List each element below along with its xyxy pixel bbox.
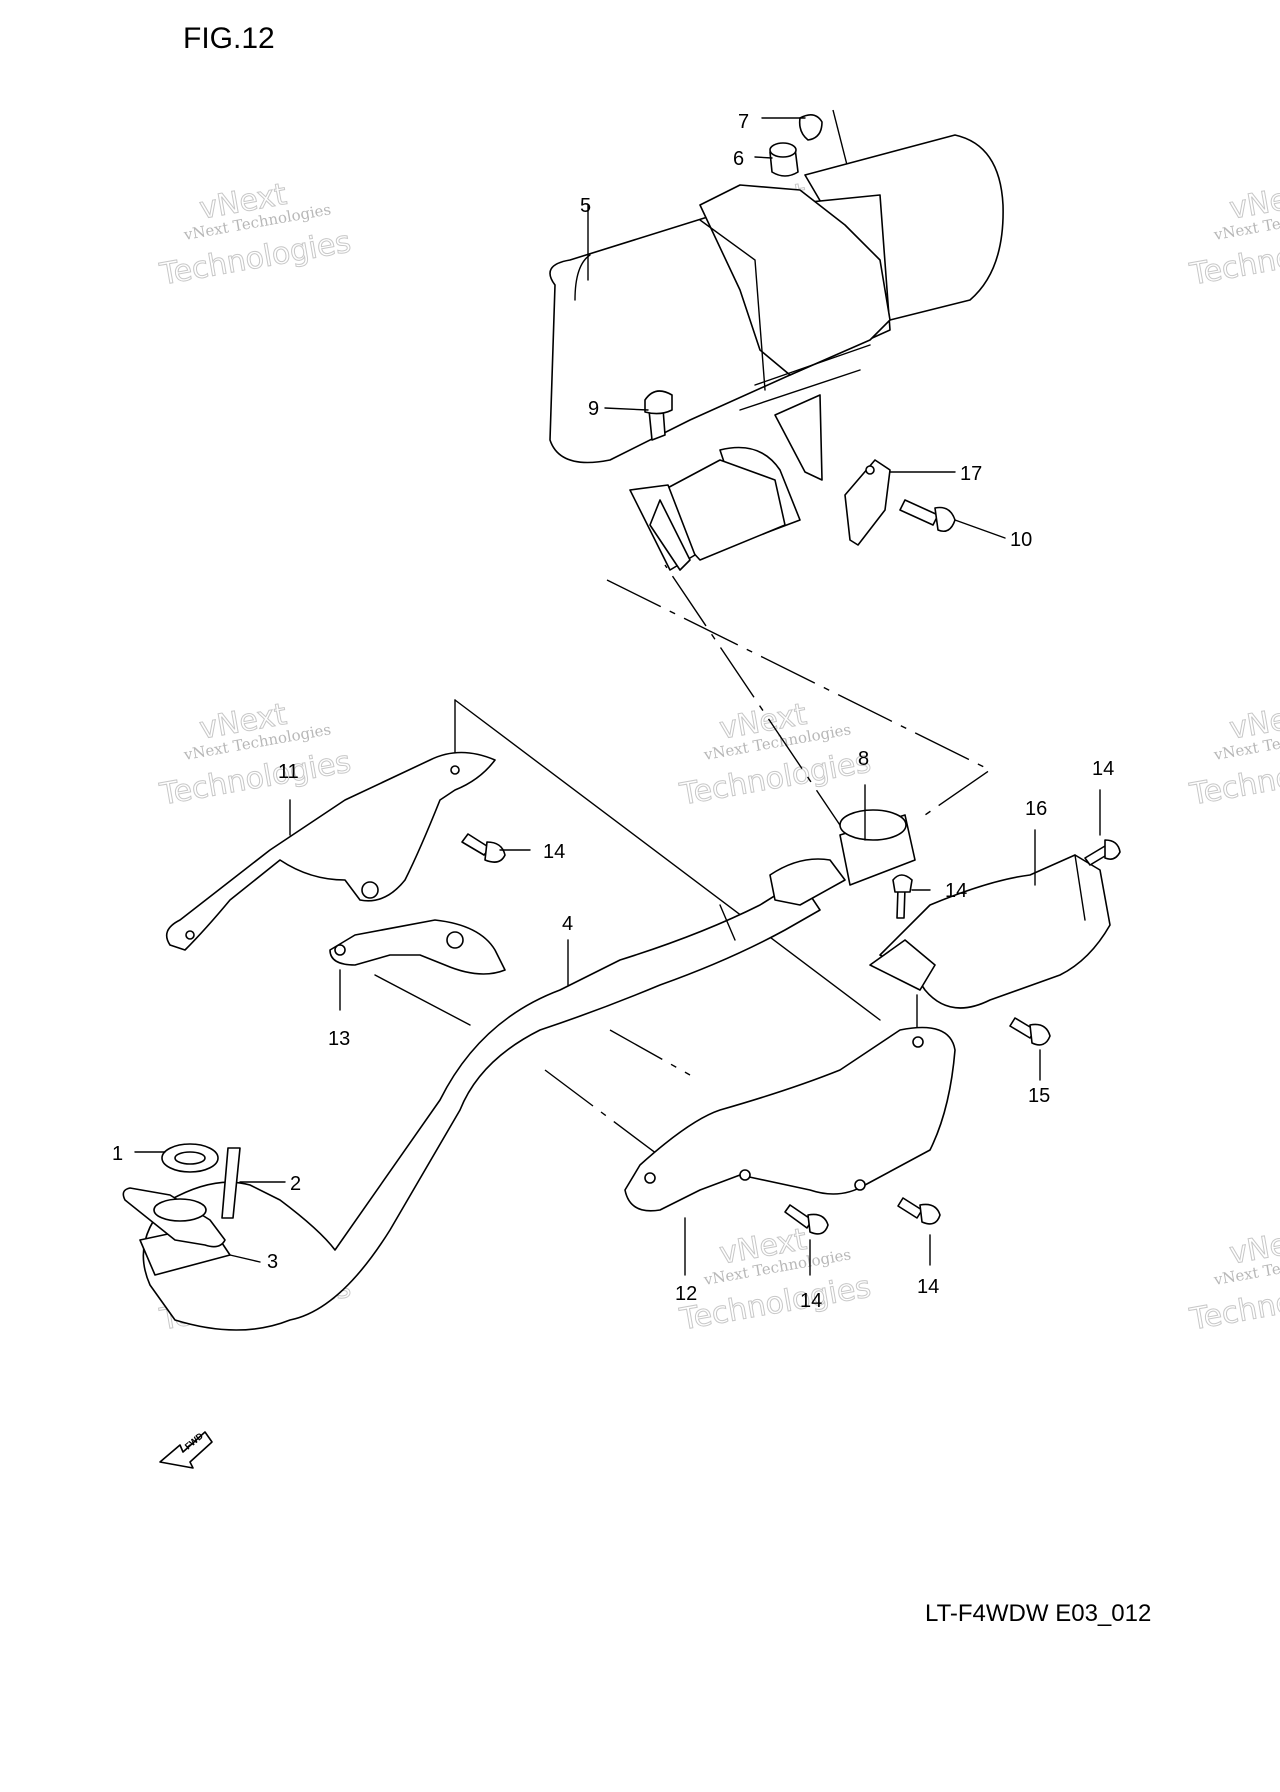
bolt-part-14[interactable]	[784, 1204, 829, 1235]
muffler-part-5[interactable]	[549, 134, 1004, 571]
callout-2: 2	[290, 1173, 301, 1195]
assembly-line	[606, 579, 992, 816]
bolt-part-10[interactable]	[899, 499, 956, 533]
gasket-part-8[interactable]	[839, 809, 916, 886]
forward-arrow-icon: FWD	[159, 1430, 213, 1469]
callout-16: 16	[1025, 798, 1047, 820]
assembly-lines	[374, 109, 992, 1161]
assembly-line	[609, 1029, 691, 1076]
callout-17: 17	[960, 463, 982, 485]
bolt-part-14[interactable]	[1084, 839, 1121, 866]
callout-14c: 14	[945, 880, 967, 902]
callout-12: 12	[675, 1283, 697, 1305]
callout-3: 3	[267, 1251, 278, 1273]
heat-shield-part-11[interactable]	[165, 751, 496, 951]
callout-13: 13	[328, 1028, 350, 1050]
leader-lines	[134, 117, 1101, 1276]
assembly-line	[544, 1069, 666, 1161]
assembly-line	[832, 109, 848, 166]
assembly-line	[454, 699, 881, 1021]
callout-14d: 14	[800, 1290, 822, 1312]
callout-labels: 7 6 5 9 17 10 11 14 8 14 16 14 4 13 15 1…	[112, 111, 1114, 1312]
callout-5: 5	[580, 195, 591, 217]
bolt-part-14[interactable]	[897, 1197, 941, 1225]
bolt-part-14[interactable]	[892, 874, 913, 919]
bracket-part-13[interactable]	[329, 919, 506, 975]
callout-15: 15	[1028, 1085, 1050, 1107]
gasket-part-1[interactable]	[161, 1143, 219, 1173]
figure-title: FIG.12	[183, 22, 275, 55]
assembly-line	[664, 564, 851, 841]
callout-11: 11	[278, 761, 299, 783]
flange-part-3[interactable]	[122, 1187, 226, 1248]
callout-7: 7	[738, 111, 749, 133]
exhaust-pipe-part-4[interactable]	[139, 858, 846, 1331]
stud-part-2[interactable]	[221, 1147, 241, 1219]
callout-14b: 14	[1092, 758, 1114, 780]
callout-14e: 14	[917, 1276, 939, 1298]
bolt-part-14[interactable]	[461, 833, 506, 863]
bracket-part-17[interactable]	[844, 459, 891, 546]
callout-14a: 14	[543, 841, 565, 863]
heat-shield-part-16[interactable]	[869, 854, 1111, 1009]
callout-6: 6	[733, 148, 744, 170]
callout-4: 4	[562, 913, 573, 935]
callout-9: 9	[588, 398, 599, 420]
diagram-code: LT-F4WDW E03_012	[925, 1600, 1152, 1627]
bolt-part-15[interactable]	[1009, 1017, 1051, 1046]
callout-1: 1	[112, 1143, 123, 1165]
bolt-part-9[interactable]	[644, 390, 673, 441]
callout-8: 8	[858, 748, 869, 770]
collar-part-7[interactable]	[798, 114, 823, 141]
assembly-line	[374, 974, 471, 1026]
callout-10: 10	[1010, 529, 1032, 551]
heat-shield-part-12[interactable]	[624, 1026, 956, 1212]
grommet-part-6[interactable]	[769, 142, 799, 177]
